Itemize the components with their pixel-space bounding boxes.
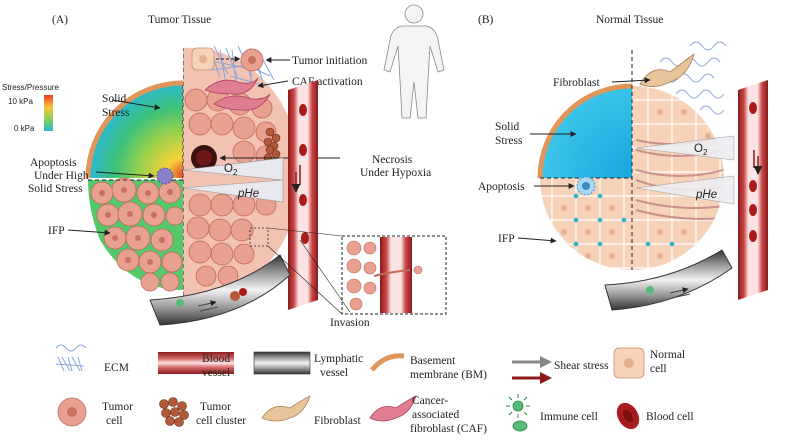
legend-cluster-label-1: Tumor — [200, 401, 231, 413]
legend-blood-vessel-icon — [158, 352, 234, 374]
label-ifp-b: IFP — [498, 233, 515, 245]
normal-solid-stress-quadrant — [540, 86, 632, 178]
label-invasion: Invasion — [330, 317, 370, 329]
apoptotic-cell-normal-nucleus — [582, 182, 590, 190]
legend-normal-label-1: Normal — [650, 349, 685, 361]
phe-gradient-label-b: pHe — [695, 189, 717, 201]
legend-shear-icon — [512, 356, 552, 384]
legend-bm-label-1: Basement — [410, 355, 456, 367]
label-apoptosis-1: Apoptosis — [30, 157, 77, 169]
legend-normal-cell-nucleus — [624, 358, 634, 368]
legend-tumor-cluster-icon — [159, 397, 189, 427]
o2-gradient-text: O — [224, 163, 233, 175]
legend-fibroblast-icon — [261, 395, 311, 422]
legend-tumor-label-1: Tumor — [102, 401, 133, 413]
legend-blood-cell-label: Blood cell — [646, 411, 694, 423]
scale-title: Stress/Pressure — [2, 83, 59, 92]
legend-ecm-icon — [55, 344, 87, 372]
label-fibroblast-b: Fibroblast — [553, 77, 600, 89]
legend-tumor-cell-nucleus — [67, 407, 77, 417]
legend-blood-vessel-label-2: vessel — [202, 367, 230, 379]
human-silhouette-icon — [383, 4, 445, 119]
caf-cells — [204, 77, 271, 111]
label-tumor-initiation: Tumor initiation — [292, 55, 368, 67]
legend-normal-label-2: cell — [650, 363, 667, 375]
scale-high-label: 10 kPa — [8, 97, 33, 106]
o2-gradient-subscript-b: 2 — [703, 148, 708, 157]
fibroblast-normal — [639, 52, 695, 87]
label-solid-stress-2: Stress — [102, 107, 130, 119]
label-solid-stress-b-1: Solid — [495, 121, 520, 133]
phe-gradient-wedge — [182, 179, 284, 203]
label-apoptosis-3: Solid Stress — [28, 183, 83, 195]
tumor-cell-nucleus — [248, 56, 256, 64]
lymphatic-vessel-b — [604, 249, 733, 311]
legend-fibroblast-label: Fibroblast — [314, 415, 361, 427]
solid-stress-pointer-a — [111, 99, 161, 111]
phe-gradient-label: pHe — [237, 188, 259, 200]
fibroblast-pointer — [611, 77, 651, 84]
legend: ECM Blood vessel Lymphatic vessel Baseme… — [55, 344, 694, 435]
legend-bm-icon — [370, 353, 405, 372]
legend-shear-label: Shear stress — [554, 360, 609, 372]
panel-b: (B) Normal Tissue — [478, 14, 768, 311]
legend-lymphatic-label-1: Lymphatic — [314, 353, 363, 365]
ifp-pointer-a — [67, 229, 111, 236]
legend-tumor-label-2: cell — [106, 415, 123, 427]
legend-bm-label-2: membrane (BM) — [410, 369, 487, 381]
tumor-cell-mass-lower — [88, 177, 185, 292]
o2-gradient-wedge-b — [635, 135, 735, 161]
label-ifp-a: IFP — [48, 225, 65, 237]
o2-gradient-subscript: 2 — [233, 168, 238, 177]
legend-ecm-label: ECM — [104, 362, 129, 374]
invasion-pointer — [299, 239, 351, 313]
invasion-connector-bottom — [267, 245, 343, 315]
scale-low-label: 0 kPa — [14, 124, 35, 133]
caf-activation-pointer — [257, 80, 289, 89]
legend-immune-icon — [506, 394, 530, 432]
label-solid-stress-b-2: Stress — [495, 135, 523, 147]
legend-caf-icon — [369, 395, 417, 422]
o2-gradient-text-b: O — [694, 143, 703, 155]
legend-blood-vessel-label-1: Blood — [202, 353, 230, 365]
panel-b-letter: (B) — [478, 14, 494, 26]
legend-blood-cell-center — [623, 409, 633, 423]
necrotic-core-inner — [196, 150, 212, 166]
panel-a-title: Tumor Tissue — [148, 14, 211, 26]
label-apoptosis-b: Apoptosis — [478, 181, 525, 193]
invasion-source-box — [249, 227, 269, 247]
panel-a: (A) Tumor Tissue Stress/Pressure 10 kPa … — [2, 14, 447, 329]
o2-gradient-wedge — [182, 157, 284, 181]
blood-vessel-a — [288, 80, 318, 310]
invasion-inset — [341, 235, 447, 315]
label-solid-stress-1: Solid — [102, 93, 127, 105]
lymphatic-vessel-a — [149, 254, 291, 326]
invasion-connector-top — [267, 227, 343, 237]
o2-gradient-label-b: O2 — [694, 143, 708, 157]
legend-caf-label-2: associated — [412, 409, 460, 421]
basement-membrane-normal — [537, 83, 633, 179]
legend-immune-label: Immune cell — [540, 411, 598, 423]
phe-gradient-wedge-b — [635, 175, 735, 205]
ifp-pointer-b — [517, 237, 557, 244]
stress-color-scale — [44, 95, 53, 131]
basement-membrane-tumor — [85, 80, 184, 179]
legend-caf-label-3: fibroblast (CAF) — [410, 423, 487, 435]
panel-a-letter: (A) — [52, 14, 68, 26]
label-apoptosis-2: Under High — [34, 170, 89, 182]
panel-b-title: Normal Tissue — [596, 14, 663, 26]
legend-lymphatic-icon — [253, 351, 311, 375]
legend-caf-label-1: Cancer- — [412, 395, 448, 407]
label-necrosis-1: Necrosis — [372, 154, 413, 166]
label-necrosis-2: Under Hypoxia — [360, 167, 431, 179]
normal-cell-nucleus — [199, 55, 207, 63]
apoptotic-cell-tumor — [156, 167, 174, 185]
blood-vessel-b — [738, 80, 768, 300]
apoptosis-pointer-a — [95, 171, 155, 179]
o2-gradient-label: O2 — [224, 163, 238, 177]
legend-cluster-label-2: cell cluster — [196, 415, 246, 427]
legend-lymphatic-label-2: vessel — [320, 367, 348, 379]
